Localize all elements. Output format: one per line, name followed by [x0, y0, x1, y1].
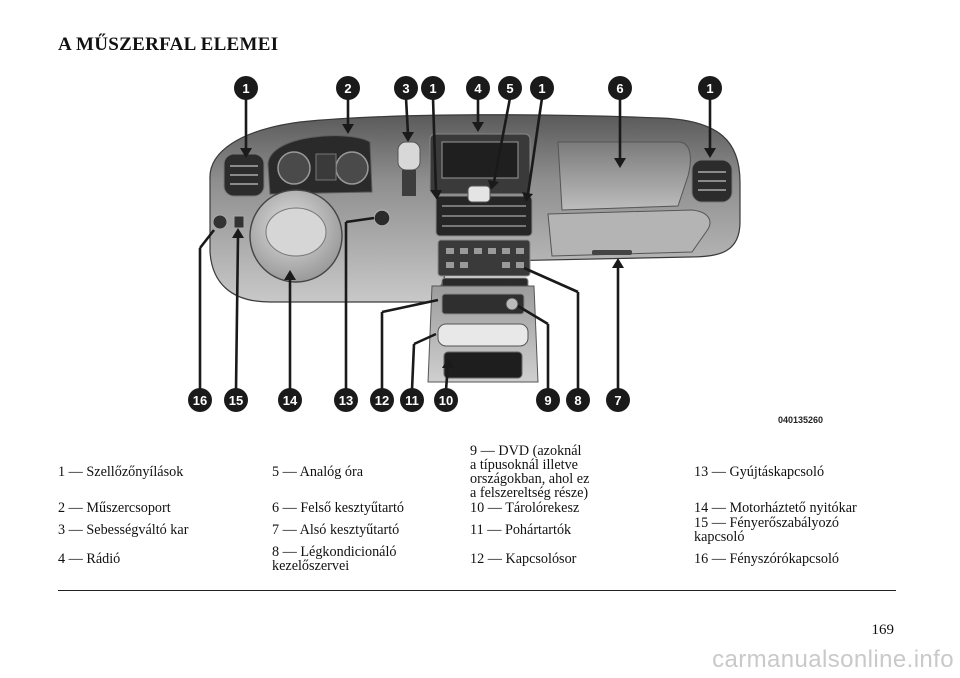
- legend-item: 5 — Analóg óra: [272, 464, 364, 480]
- svg-text:5: 5: [506, 81, 513, 96]
- callout-bottom-9: 9: [536, 388, 560, 412]
- svg-text:1: 1: [538, 81, 545, 96]
- callout-bottom-8: 8: [566, 388, 590, 412]
- svg-text:12: 12: [375, 393, 389, 408]
- gear-lever: [397, 141, 421, 196]
- svg-text:10: 10: [439, 393, 453, 408]
- left-vent: [223, 153, 265, 197]
- callout-bottom-16: 16: [188, 388, 212, 412]
- legend-item: 4 — Rádió: [58, 551, 121, 567]
- svg-text:3: 3: [402, 81, 409, 96]
- callout-bottom-15: 15: [224, 388, 248, 412]
- instrument-cluster: [267, 135, 373, 195]
- legend-item: 11 — Pohártartók: [470, 522, 572, 538]
- watermark: carmanualsonline.info: [712, 646, 954, 673]
- svg-text:7: 7: [614, 393, 621, 408]
- dashboard-illustration: 1 2 3 1 4 5 1 6 1 16 15 14 13 12 11 10 9…: [188, 76, 823, 425]
- callout-top-5: 5: [498, 76, 522, 100]
- legend-item: 8 — Légkondicionáló kezelőszervei: [272, 544, 397, 574]
- callout-top-1: 1: [234, 76, 258, 100]
- legend-item: 3 — Sebességváltó kar: [58, 522, 189, 538]
- legend-row: 2 — Műszercsoport 6 — Felső kesztyűtartó…: [58, 501, 896, 515]
- svg-text:8: 8: [574, 393, 581, 408]
- bottom-leaders: [198, 216, 624, 391]
- legend-item: 16 — Fényszórókapcsoló: [694, 551, 840, 567]
- callout-top-1c: 1: [530, 76, 554, 100]
- svg-text:11: 11: [405, 393, 419, 408]
- svg-text:6: 6: [616, 81, 623, 96]
- svg-text:16: 16: [193, 393, 207, 408]
- callout-top-1b: 1: [421, 76, 445, 100]
- legend-item: 1 — Szellőzőnyílások: [58, 464, 184, 480]
- legend-item: 12 — Kapcsolósor: [470, 551, 577, 567]
- callout-top-4: 4: [466, 76, 490, 100]
- svg-text:9: 9: [544, 393, 551, 408]
- top-leaders: [240, 97, 716, 202]
- figure-code: 040135260: [778, 415, 823, 425]
- callout-bottom-7: 7: [606, 388, 630, 412]
- svg-text:1: 1: [242, 81, 249, 96]
- svg-text:15: 15: [229, 393, 243, 408]
- callout-bottom-12: 12: [370, 388, 394, 412]
- legend-table: 1 — Szellőzőnyílások 5 — Analóg óra 9 — …: [58, 444, 896, 573]
- page-number: 169: [871, 622, 895, 638]
- legend-divider: [58, 590, 896, 591]
- legend-item: 2 — Műszercsoport: [58, 500, 171, 516]
- callout-top-2: 2: [336, 76, 360, 100]
- callout-bottom-11: 11: [400, 388, 424, 412]
- svg-text:4: 4: [474, 81, 482, 96]
- right-vent: [691, 159, 733, 203]
- callout-top-1d: 1: [698, 76, 722, 100]
- legend-item: 7 — Alsó kesztyűtartó: [272, 522, 400, 538]
- callout-bottom-10: 10: [434, 388, 458, 412]
- svg-text:1: 1: [706, 81, 713, 96]
- svg-text:14: 14: [283, 393, 298, 408]
- legend-item: 13 — Gyújtáskapcsoló: [694, 464, 825, 480]
- lower-console: [427, 285, 539, 383]
- legend-item: 14 — Motorháztető nyitókar: [694, 500, 857, 516]
- svg-text:1: 1: [429, 81, 436, 96]
- svg-text:2: 2: [344, 81, 351, 96]
- lower-glovebox: [547, 209, 711, 257]
- legend-row: 1 — Szellőzőnyílások 5 — Analóg óra 9 — …: [58, 444, 896, 500]
- steering-wheel: [249, 189, 343, 283]
- svg-text:13: 13: [339, 393, 353, 408]
- callout-top-6: 6: [608, 76, 632, 100]
- center-stack: [429, 133, 533, 293]
- page-title: A MŰSZERFAL ELEMEI: [58, 34, 279, 55]
- dashboard-figure: 1 2 3 1 4 5 1 6 1 16 15 14 13 12 11 10 9…: [180, 72, 840, 432]
- legend-item: 15 — Fényerőszabályozó kapcsoló: [694, 515, 839, 545]
- callout-bottom-13: 13: [334, 388, 358, 412]
- legend-item: 10 — Tárolórekesz: [470, 500, 580, 516]
- legend-item: 6 — Felső kesztyűtartó: [272, 500, 405, 516]
- legend-item: 9 — DVD (azoknál a típusoknál illetve or…: [470, 443, 590, 501]
- upper-glovebox: [557, 141, 691, 211]
- legend-row: 3 — Sebességváltó kar 7 — Alsó kesztyűta…: [58, 516, 896, 544]
- legend-row: 4 — Rádió 8 — Légkondicionáló kezelőszer…: [58, 545, 896, 573]
- callout-bottom-14: 14: [278, 388, 302, 412]
- callout-top-3: 3: [394, 76, 418, 100]
